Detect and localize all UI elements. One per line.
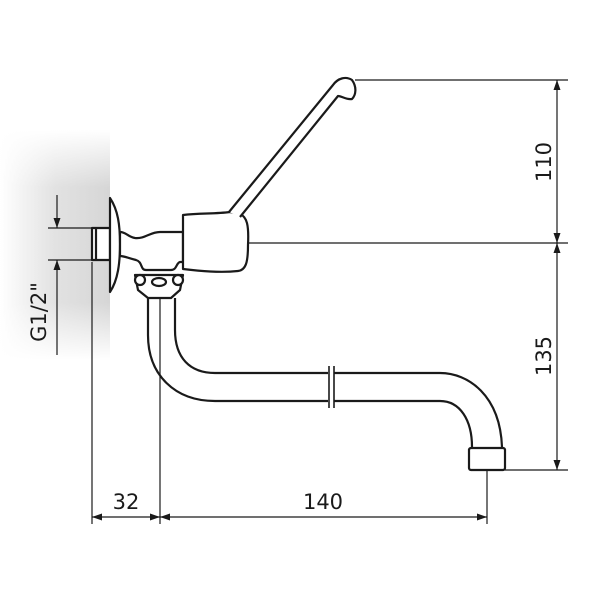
lever-height-label: 110	[532, 142, 556, 182]
faucet-outline	[90, 76, 507, 472]
spout-pipe-outer	[146, 298, 474, 448]
spout-reach-label: 140	[303, 490, 343, 514]
aerator	[467, 446, 507, 472]
spout-height-label: 135	[532, 336, 556, 376]
valve-body	[118, 230, 185, 272]
spout-pipe-inner	[173, 298, 504, 448]
threaded-nipple	[90, 226, 112, 262]
lever-handle	[228, 76, 357, 218]
handle-hub	[181, 210, 250, 273]
dimension-lines	[48, 79, 568, 524]
wall-flange	[108, 196, 122, 294]
thread-size-label: G1/2"	[27, 282, 51, 342]
wall-offset-label: 32	[113, 490, 140, 514]
